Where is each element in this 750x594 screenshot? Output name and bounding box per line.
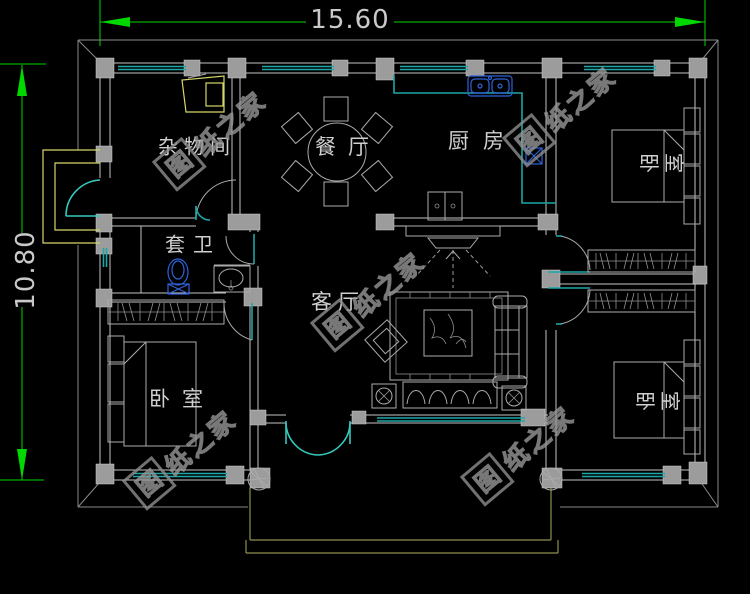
dining-table xyxy=(280,96,394,207)
storage-fixture xyxy=(181,73,225,113)
room-label-storage: 杂物间 xyxy=(158,134,236,159)
arrow-up-icon xyxy=(17,65,27,96)
coffee-table xyxy=(423,309,473,357)
bench-seats xyxy=(402,381,498,409)
side-table xyxy=(501,385,527,411)
doors xyxy=(65,179,591,456)
bedroom-top-right-furniture xyxy=(587,107,701,273)
armchair xyxy=(364,319,408,363)
bathroom-fixtures xyxy=(167,258,251,295)
front-porch xyxy=(245,467,563,554)
wash-basin xyxy=(213,265,251,293)
tv-cabinet xyxy=(405,225,501,237)
room-label-bedroom-bottom-left: 卧室 xyxy=(149,387,215,411)
roof-eave-outline xyxy=(77,39,719,508)
arrow-left-icon xyxy=(100,17,130,27)
dimension-lines xyxy=(0,0,706,481)
tv xyxy=(426,237,480,249)
dimension-height: 10.80 xyxy=(11,230,41,310)
kitchen-fixtures xyxy=(393,75,556,221)
room-label-living: 客厅 xyxy=(311,290,365,314)
bedroom-bottom-right-furniture xyxy=(587,289,701,455)
room-label-bathroom: 套卫 xyxy=(165,232,221,257)
sofa xyxy=(494,305,528,379)
room-label-dining: 餐厅 xyxy=(315,135,381,159)
toilet xyxy=(167,258,189,286)
arrow-down-icon xyxy=(17,449,27,480)
bedroom-bottom-left-furniture xyxy=(107,299,225,447)
dimension-width: 15.60 xyxy=(310,5,390,35)
windows xyxy=(102,65,665,478)
room-label-kitchen: 厨房 xyxy=(448,129,518,153)
arrow-right-icon xyxy=(675,17,705,27)
wall-pillars xyxy=(95,57,708,489)
porch-column xyxy=(247,467,271,491)
porch-column xyxy=(539,467,563,491)
side-porch xyxy=(42,149,100,244)
rug xyxy=(389,291,509,381)
room-label-bedroom-top-right: 卧 室 xyxy=(637,153,686,173)
stove xyxy=(525,147,543,165)
room-label-bedroom-bottom-right: 卧 室 xyxy=(633,391,682,411)
side-table xyxy=(371,383,397,409)
living-room-furniture xyxy=(364,225,528,411)
